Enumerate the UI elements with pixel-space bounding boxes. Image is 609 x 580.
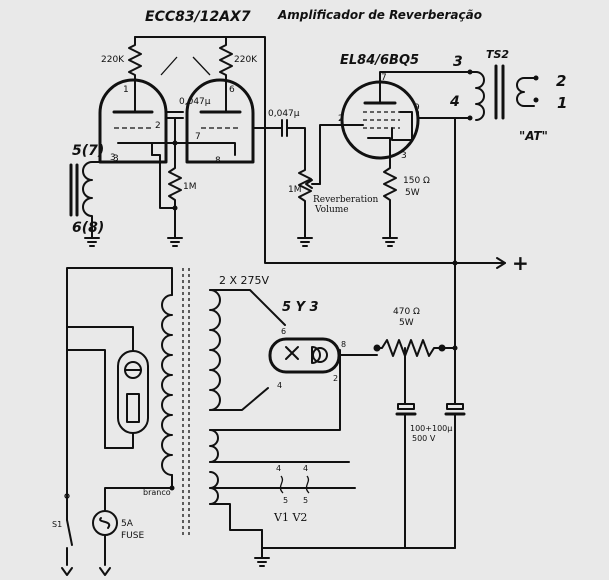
wire-note: branco — [143, 488, 171, 497]
ground-cathode — [382, 237, 398, 247]
ground-pot — [297, 237, 313, 247]
cathode-r-label-1: 150 Ω — [403, 176, 430, 186]
volume-pot — [286, 127, 312, 239]
pot-value-label: 1M — [288, 185, 302, 195]
cathode-resistor — [383, 149, 397, 239]
heater-pin-c: 5 — [283, 496, 288, 505]
heater-pin-a: 4 — [276, 464, 281, 473]
pot-label-1: Reverberation — [313, 195, 378, 205]
grid-resistor-label: 1M — [183, 182, 197, 192]
preamp-triode-left — [98, 78, 168, 164]
pin-3: 3 — [110, 153, 116, 163]
pin-1: 1 — [123, 85, 129, 95]
left-cathode — [117, 142, 153, 156]
mains-neutral — [104, 474, 173, 511]
pin-6: 6 — [229, 85, 235, 95]
preamp-triode-right — [185, 78, 255, 164]
mains-hot — [66, 267, 173, 521]
heater-pin-d: 5 — [303, 496, 308, 505]
coupling-cap-label: 0,047µ — [268, 109, 300, 119]
switch-label: S1 — [52, 520, 62, 529]
el84-pin-9: 9 — [414, 103, 420, 113]
cathode-r-label-2: 5W — [405, 188, 420, 198]
ts2-primary — [469, 71, 485, 121]
pentode-cathode — [367, 137, 391, 151]
ts2-out-2: 2 — [556, 72, 566, 90]
at-label: "AT" — [519, 129, 548, 143]
pin-7: 7 — [195, 132, 201, 142]
rect-pin-4: 4 — [277, 381, 282, 390]
b-plus-rail — [225, 36, 456, 264]
switch-s1 — [66, 519, 73, 546]
input-coil-bottom-label: 6(8) — [72, 220, 104, 236]
pin-2: 2 — [155, 121, 161, 131]
rect-pin-6: 6 — [281, 327, 286, 336]
drop-r-label-2: 5W — [399, 318, 414, 328]
drop-r-label-1: 470 Ω — [393, 307, 420, 317]
input-coil — [82, 161, 101, 239]
right-cathode — [202, 142, 236, 156]
ts2-secondary — [516, 77, 535, 107]
r-plate-left-label: 220K — [101, 55, 125, 65]
rectifier-filament — [312, 347, 328, 363]
rect-pin-2: 2 — [333, 374, 338, 383]
heater-leads — [279, 475, 310, 494]
left-cathode-return — [151, 154, 176, 209]
ground-preamp — [167, 237, 183, 247]
r-plate-right-label: 220K — [234, 55, 258, 65]
input-pin-3: 3 — [113, 154, 119, 164]
rectifier-label: 5 Y 3 — [282, 300, 319, 315]
cap-label-1: 100+100µ — [410, 424, 452, 433]
b-plus-label: + — [512, 251, 529, 275]
drop-resistor — [376, 339, 443, 357]
hv-secondary — [209, 289, 221, 411]
el84-pin-7: 7 — [381, 73, 387, 83]
crosshair-right — [192, 56, 211, 76]
fuse-label-2: FUSE — [121, 531, 144, 541]
pot-label-2: Volume — [314, 205, 349, 215]
rectifier-tube — [268, 337, 341, 374]
b-plus-arrow — [496, 257, 506, 269]
diagram-title: Amplificador de Reverberação — [277, 8, 482, 22]
plate-resistor-right — [219, 36, 233, 89]
el84-pin-3: 3 — [401, 151, 407, 161]
grid-lead — [319, 124, 351, 185]
ground-input — [84, 237, 100, 247]
power-primary — [161, 294, 173, 476]
crosshair-left — [160, 56, 178, 76]
fuse-label-1: 5A — [121, 519, 134, 529]
preamp-tube-label: ECC83/12AX7 — [145, 9, 251, 25]
rect-pin-8: 8 — [341, 340, 346, 349]
plate-lead — [379, 71, 471, 104]
input-coil-top-label: 5(7) — [72, 143, 104, 159]
ts2-out-1: 1 — [557, 94, 567, 112]
fuse — [92, 510, 118, 536]
screen-grid-link — [391, 111, 413, 141]
primary-return — [454, 117, 471, 264]
el84-pin-2: 2 — [338, 114, 344, 124]
pilot-lamp — [117, 350, 149, 434]
power-tx-label: 2 X 275V — [219, 274, 270, 287]
heater-pin-b: 4 — [303, 464, 308, 473]
ts2-label: TS2 — [486, 48, 509, 61]
plate-resistor-left — [128, 36, 142, 89]
grid-resistor — [168, 159, 182, 239]
bypass-cap-label: 0,047µ — [179, 97, 211, 107]
ts2-pin-4: 4 — [449, 94, 460, 110]
filter-cap-1 — [397, 403, 415, 410]
cap-label-2: 500 V — [412, 434, 436, 443]
pin-8: 8 — [215, 156, 221, 166]
screen-lead — [417, 111, 471, 119]
power-tube-label: EL84/6BQ5 — [340, 53, 419, 68]
ts2-pin-3: 3 — [453, 54, 463, 70]
rect-heater-winding — [209, 429, 219, 463]
heater-label: V1 V2 — [273, 511, 307, 524]
rectifier-plates — [285, 346, 299, 360]
ground-supply — [254, 557, 270, 567]
